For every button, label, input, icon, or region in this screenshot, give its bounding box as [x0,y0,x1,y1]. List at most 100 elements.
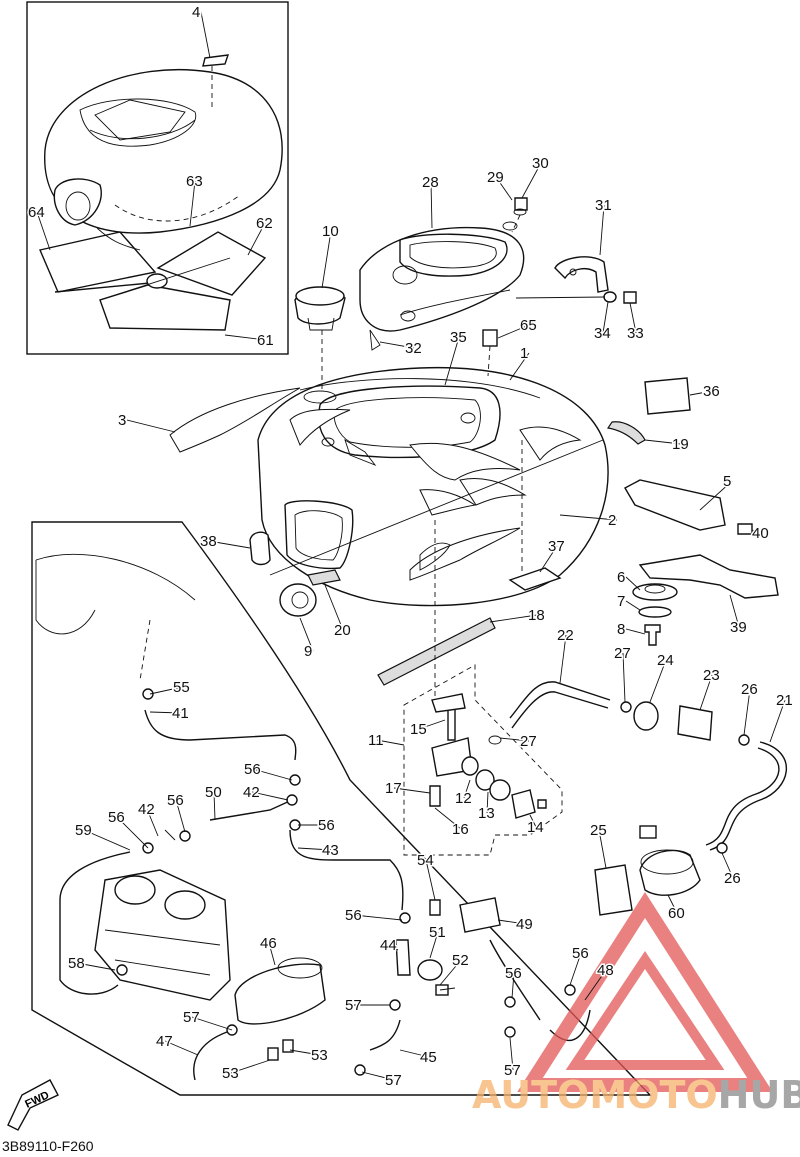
leader-c65 [497,324,530,339]
leader-c61 [224,334,267,341]
bolt-40 [737,523,753,535]
callout-c45: 45 [420,1049,437,1066]
callout-c35: 35 [450,329,467,346]
callout-c9: 9 [304,643,312,660]
fuel-cap-10 [294,286,346,390]
washer-7 [638,606,672,618]
leader-c45 [399,1049,430,1058]
damper-6 [632,583,678,601]
callout-c63: 63 [186,173,203,190]
fwd-arrow: FWD [7,1079,59,1131]
bracket-5 [624,479,726,531]
callout-c24: 24 [657,652,674,669]
callout-c52: 52 [452,952,469,969]
callout-c58: 58 [68,955,85,972]
callout-c1: 1 [520,345,528,362]
leader-c25 [598,829,607,869]
callout-c46: 46 [260,935,277,952]
leader-c56f [511,972,515,999]
callout-c62: 62 [256,215,273,232]
leader-c41 [149,711,182,714]
leader-c53a [230,1059,271,1074]
callout-c7: 7 [617,593,625,610]
leader-c56e [353,914,403,921]
clamp-26a [738,734,750,746]
leader-c55 [149,686,183,695]
damper-9 [279,583,317,617]
bolt-8 [644,624,661,646]
leader-c34 [602,301,609,334]
inset-tank-underside [26,1,289,355]
leader-c38 [208,540,251,549]
callout-c33: 33 [627,325,644,342]
leader-c22 [559,634,567,684]
leader-c21 [769,699,786,743]
callout-c10: 10 [322,223,339,240]
leader-c17 [393,787,431,794]
callout-c56c: 56 [167,792,184,809]
leader-c32 [379,341,415,349]
callout-c3: 3 [118,412,126,429]
decal-3 [169,387,301,453]
leader-c11 [376,739,405,746]
callout-c6: 6 [617,569,625,586]
leader-c56c [175,799,186,833]
callout-c30: 30 [532,155,549,172]
leader-c54 [425,859,436,901]
callout-c56g: 56 [572,945,589,962]
leader-c59 [83,829,131,851]
leader-c26b [721,852,734,879]
leader-c31 [599,204,605,256]
callout-c57a: 57 [183,1009,200,1026]
callout-c21: 21 [776,692,793,709]
pad-36 [644,377,691,415]
callout-c20: 20 [334,622,351,639]
strip-18 [377,617,496,686]
callout-c39: 39 [730,619,747,636]
callout-c13: 13 [478,805,495,822]
leader-c57a [191,1016,233,1031]
callout-c18: 18 [528,607,545,624]
leader-c27a [622,652,626,703]
leader-c44 [388,944,399,951]
callout-c14: 14 [527,819,544,836]
plate-39 [638,554,779,599]
fuel-cock-11 [403,664,563,856]
leader-c10 [321,230,332,289]
callout-c12: 12 [455,790,472,807]
leader-c42b [251,791,289,801]
callout-c25: 25 [590,822,607,839]
leader-c56g [569,952,582,986]
leader-c6 [625,576,641,591]
clamp-27 [620,701,632,713]
leader-c24 [649,659,667,703]
leader-c51 [429,931,439,959]
callout-c32: 32 [405,340,422,357]
leader-c40 [751,529,762,534]
callout-leaders [36,11,786,1081]
leader-c1 [509,352,530,381]
watermark-auto: AUTO [472,1073,589,1117]
callout-c15: 15 [410,721,427,738]
callout-c27a: 27 [614,645,631,662]
leader-c56b [116,816,149,849]
callout-c51: 51 [429,924,446,941]
callout-c38: 38 [200,533,217,550]
callout-c2: 2 [608,512,616,529]
callout-c53a: 53 [222,1065,239,1082]
inset-carb [31,521,652,1096]
screw-30 [511,197,528,233]
leader-c36 [689,390,713,396]
leader-c60 [667,894,678,914]
callout-c31: 31 [595,197,612,214]
callout-c56d: 56 [318,817,335,834]
callout-c40: 40 [752,525,769,542]
leader-c2 [559,514,618,521]
callout-c64: 64 [28,204,45,221]
callout-c28: 28 [422,174,439,191]
callout-c56b: 56 [108,809,125,826]
hose-21 [709,741,788,851]
leader-c46 [268,942,276,966]
bracket-25 [594,864,633,916]
